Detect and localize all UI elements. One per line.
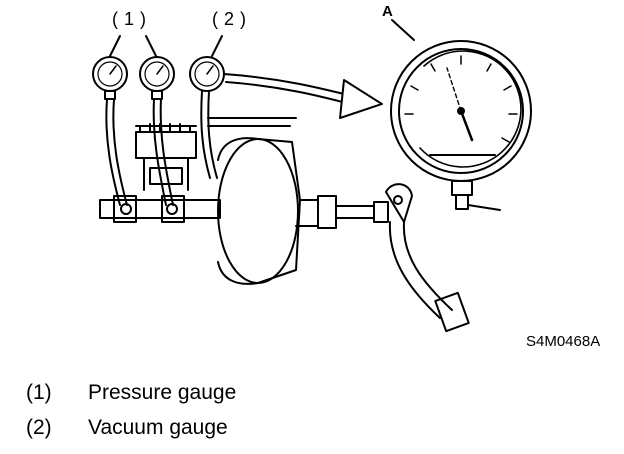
pointer-arrow-head <box>339 79 383 119</box>
leader-line-pressure-right <box>145 35 157 57</box>
enlarged-gauge-a <box>390 40 532 211</box>
legend-text: Vacuum gauge <box>88 416 228 439</box>
callout-detail-a: A <box>382 3 393 20</box>
pressure-gauge-right <box>139 56 175 100</box>
master-cylinder <box>99 117 297 223</box>
leader-line-detail <box>391 19 415 41</box>
diagram-drawing <box>92 19 532 333</box>
legend-text: Pressure gauge <box>88 381 237 404</box>
brake-pedal <box>385 183 470 333</box>
pointer-arrow-line <box>223 73 353 97</box>
brake-booster-test-diagram: (1) (2) A S4M0468A <box>92 3 601 350</box>
leader-line-pressure-left <box>109 35 121 57</box>
legend-item-pressure: (1) Pressure gauge <box>26 382 236 403</box>
callout-pressure-gauge: (1) <box>112 9 152 29</box>
legend-number: (2) <box>26 416 52 439</box>
callout-vacuum-gauge: (2) <box>212 9 252 29</box>
vacuum-gauge-small <box>189 56 225 92</box>
legend-number: (1) <box>26 381 52 404</box>
leader-line-vacuum <box>211 35 223 57</box>
vacuum-hose <box>200 90 211 179</box>
figure-code: S4M0468A <box>526 333 601 350</box>
brake-booster <box>217 137 389 285</box>
pressure-gauge-left <box>92 56 128 100</box>
legend-item-vacuum: (2) Vacuum gauge <box>26 417 228 438</box>
